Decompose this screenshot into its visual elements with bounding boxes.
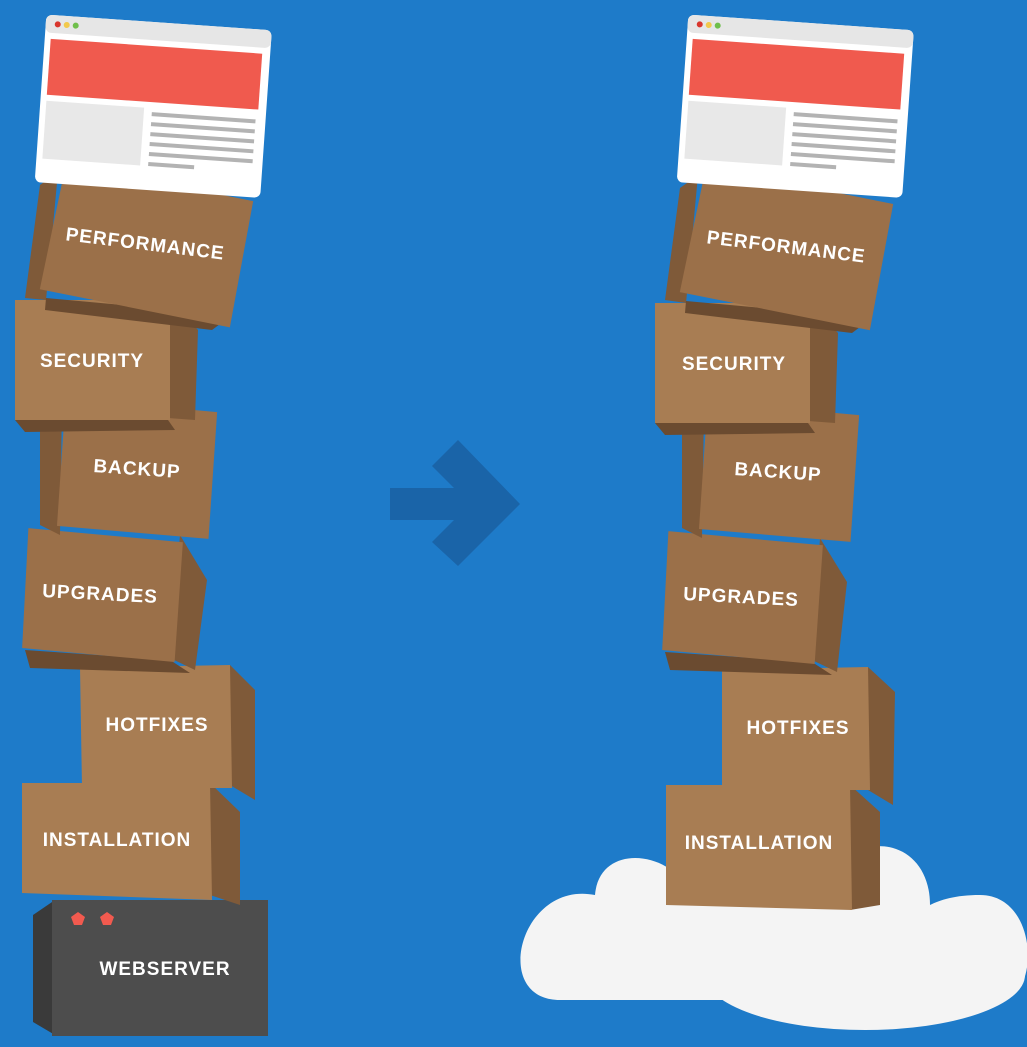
box-upgrades: UPGRADES [662, 531, 847, 675]
box-performance: PERFORMANCE [25, 163, 254, 330]
box-installation: INSTALLATION [666, 785, 880, 910]
left-stack: WEBSERVER INSTALLATION HOTFIXES UPGRADES… [15, 14, 272, 1036]
box-upgrades: UPGRADES [22, 528, 207, 673]
box-label-hotfixes: HOTFIXES [746, 718, 849, 739]
server-led-2 [100, 912, 114, 925]
box-hotfixes: HOTFIXES [722, 667, 895, 805]
box-backup: BACKUP [40, 398, 218, 539]
box-performance: PERFORMANCE [665, 166, 894, 333]
box-security: SECURITY [15, 300, 198, 432]
cloud-lower-lobe [705, 920, 1025, 1030]
right-stack: INSTALLATION HOTFIXES UPGRADES BACKUP SE… [655, 14, 914, 910]
box-label-installation: INSTALLATION [685, 833, 834, 854]
browser-window-icon [677, 14, 914, 198]
box-label-installation: INSTALLATION [43, 830, 192, 851]
box-label-security: SECURITY [40, 351, 144, 372]
box-installation: INSTALLATION [22, 783, 240, 905]
webserver-label: WEBSERVER [99, 959, 230, 980]
server-led-1 [71, 912, 85, 925]
browser-window-icon [35, 14, 272, 198]
box-backup: BACKUP [682, 401, 860, 542]
box-hotfixes: HOTFIXES [80, 665, 255, 800]
box-label-hotfixes: HOTFIXES [105, 715, 208, 736]
webserver-box: WEBSERVER [33, 900, 268, 1036]
cloud-icon [520, 846, 1027, 1030]
box-security: SECURITY [655, 303, 838, 435]
box-label-security: SECURITY [682, 354, 786, 375]
arrow-right-icon [390, 440, 520, 566]
